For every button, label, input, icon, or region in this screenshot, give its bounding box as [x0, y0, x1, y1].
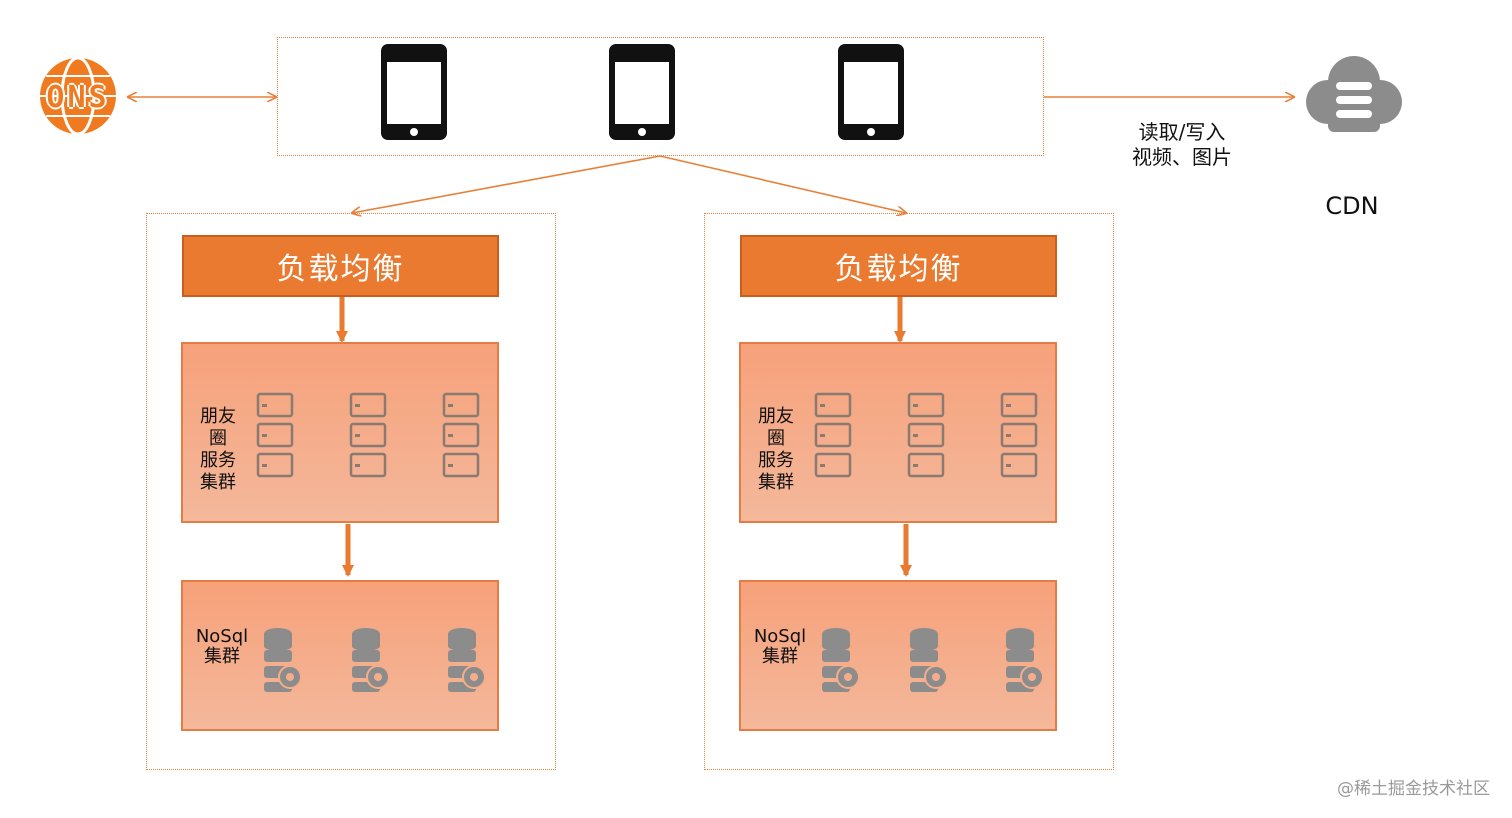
cdn-edge-label: 读取/写入 视频、图片 [1120, 120, 1244, 170]
cluster-label-line: 服务 [200, 450, 236, 471]
server-rack-icon [1000, 392, 1038, 478]
globe-icon [40, 56, 116, 136]
cluster-label-line: 朋友 [200, 406, 236, 427]
server-rack-icon [814, 392, 852, 478]
cluster-label-line: 集群 [204, 646, 240, 667]
client-region1-connector [352, 155, 661, 213]
load-balancer: 负载均衡 [740, 235, 1057, 297]
service-cluster-label: 朋友 圈 服务 集群 [196, 406, 240, 494]
server-rack-icon [256, 392, 294, 478]
client-region2-connector [659, 155, 906, 213]
database-icon [448, 628, 486, 692]
server-rack-icon [349, 392, 387, 478]
clients-group [277, 37, 1044, 156]
database-icon [822, 628, 860, 692]
tablet-icon [381, 44, 447, 140]
load-balancer: 负载均衡 [182, 235, 499, 297]
cluster-label-line: NoSql [753, 626, 807, 647]
database-icon [352, 628, 390, 692]
nosql-cluster-label: NoSql 集群 [193, 627, 251, 667]
nosql-cluster: NoSql 集群 [181, 580, 499, 731]
watermark: @稀土掘金技术社区 [1337, 779, 1490, 799]
server-rack-icon [442, 392, 480, 478]
service-cluster: 朋友 圈 服务 集群 [181, 342, 499, 523]
region-group [146, 213, 556, 770]
cdn-edge-label-line: 读取/写入 [1138, 120, 1226, 144]
dns-label: ONS [46, 80, 110, 115]
cluster-label-line: 圈 [209, 428, 227, 449]
database-icon [1006, 628, 1044, 692]
cluster-label-line: NoSql [195, 626, 249, 647]
database-icon [910, 628, 948, 692]
region-group [704, 213, 1114, 770]
cluster-label-line: 圈 [767, 428, 785, 449]
service-cluster: 朋友 圈 服务 集群 [739, 342, 1057, 523]
cluster-label-line: 服务 [758, 450, 794, 471]
tablet-icon [838, 44, 904, 140]
cdn-label: CDN [1325, 192, 1379, 220]
database-icon [264, 628, 302, 692]
tablet-icon [609, 44, 675, 140]
cluster-label-line: 集群 [758, 472, 794, 493]
cloud-server-icon [1306, 56, 1402, 132]
cluster-label-line: 集群 [200, 472, 236, 493]
nosql-cluster: NoSql 集群 [739, 580, 1057, 731]
dns-node: ONS [28, 50, 128, 140]
server-rack-icon [907, 392, 945, 478]
nosql-cluster-label: NoSql 集群 [751, 627, 809, 667]
cdn-edge-label-line: 视频、图片 [1132, 145, 1232, 169]
service-cluster-label: 朋友 圈 服务 集群 [754, 406, 798, 494]
cluster-label-line: 集群 [762, 646, 798, 667]
cluster-label-line: 朋友 [758, 406, 794, 427]
